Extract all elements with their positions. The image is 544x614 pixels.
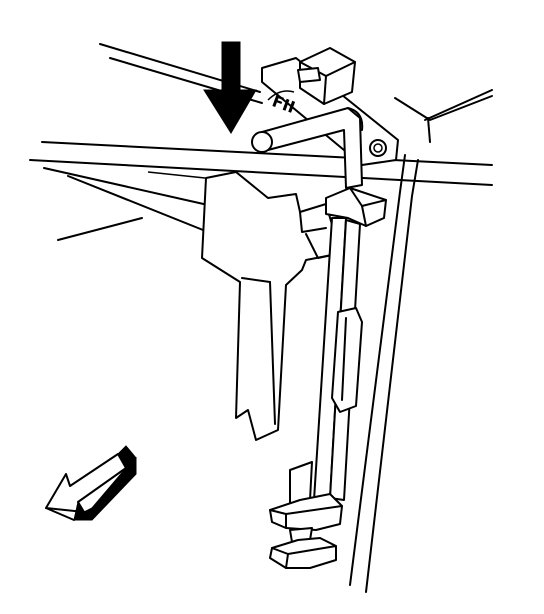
direction-arrow-icon: [45, 445, 137, 521]
pivot-screw: [369, 139, 387, 157]
trim-strip: [43, 167, 209, 241]
latch-panel: [201, 171, 339, 441]
latch-rod: [313, 187, 387, 501]
door-edge: [349, 154, 419, 593]
upper-bracket: FII: [261, 47, 399, 166]
down-arrow-icon: [203, 41, 257, 134]
lower-latch: [269, 461, 343, 569]
lock-rod: [251, 107, 364, 189]
